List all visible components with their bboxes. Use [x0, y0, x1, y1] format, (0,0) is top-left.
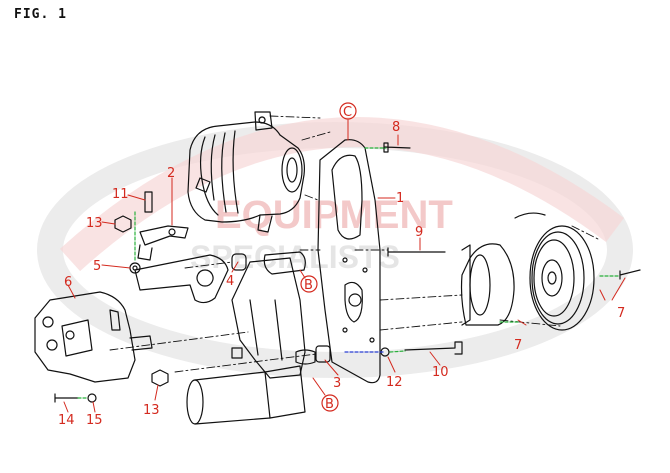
callout-6: 6	[64, 275, 72, 290]
callout-13a: 13	[86, 216, 103, 231]
figure-title: FIG. 1	[14, 7, 67, 22]
callout-9: 9	[415, 225, 423, 240]
alternator	[187, 111, 305, 233]
callout-7b: 7	[514, 338, 522, 353]
callout-3: 3	[333, 376, 341, 391]
clutch-pulley	[529, 225, 595, 331]
bolt-8	[383, 142, 411, 153]
support-arm	[134, 254, 229, 304]
callout-leaders	[63, 119, 626, 413]
callout-4: 4	[226, 274, 234, 289]
callout-7a: 7	[617, 306, 625, 321]
bolt-11	[144, 191, 153, 213]
green-leader-10	[389, 350, 406, 353]
bolt-14	[54, 393, 79, 403]
bushing	[295, 345, 331, 365]
callout-2: 2	[167, 166, 175, 181]
callout-labels: 8 C 1 2 11 13 9 5 4 B 6 7 7 3 12 10 B 13…	[58, 102, 625, 428]
callout-circle-b1	[300, 275, 318, 293]
nut-13	[114, 215, 132, 233]
clutch-coil	[460, 212, 546, 326]
callout-b2: B	[325, 397, 334, 412]
callout-b1: B	[304, 278, 313, 293]
callout-circle-b2	[321, 394, 339, 412]
adjust-bracket	[137, 225, 189, 261]
bolt-7	[619, 269, 641, 280]
callout-circle-c	[339, 102, 357, 120]
watermark-line2: SPECIALISTS	[190, 239, 400, 275]
callout-5: 5	[93, 259, 101, 274]
washer-15	[87, 393, 97, 403]
callout-10: 10	[432, 365, 449, 380]
callout-1: 1	[396, 191, 404, 206]
bolt-9	[387, 247, 446, 257]
callout-12: 12	[386, 375, 403, 390]
callout-11: 11	[112, 187, 129, 202]
hydraulic-pump	[34, 291, 153, 383]
motor	[186, 365, 306, 425]
bolt-10	[404, 341, 463, 355]
callout-13b: 13	[143, 403, 160, 418]
watermark-line1: EQUIPMENT	[215, 193, 453, 237]
mounting-plate	[317, 139, 381, 384]
callout-15: 15	[86, 413, 103, 428]
callout-14: 14	[58, 413, 75, 428]
assembly-centerlines	[109, 115, 601, 373]
callout-8: 8	[392, 120, 400, 135]
spacer	[231, 251, 306, 275]
watermark: EQUIPMENT SPECIALISTS	[37, 117, 633, 378]
nut-13b	[151, 369, 169, 387]
callout-c: C	[343, 105, 352, 120]
